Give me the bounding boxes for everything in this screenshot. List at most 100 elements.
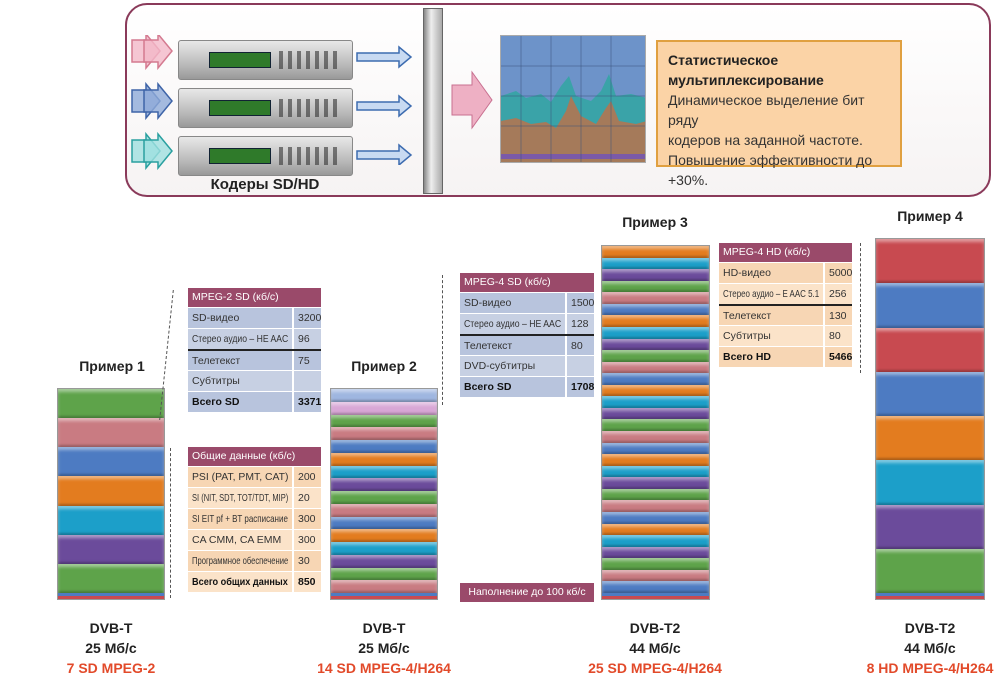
encoder-2 [178, 88, 353, 128]
bitrate-band [602, 280, 709, 293]
bitrate-band [602, 315, 709, 327]
row-value: 3371 [298, 396, 322, 408]
bitrate-band [602, 523, 709, 536]
connector-line [442, 275, 443, 405]
bitrate-band [602, 511, 709, 524]
table-row: Программное обеспечение 30 [188, 550, 321, 571]
row-value: 850 [298, 576, 316, 588]
bitrate-band [331, 554, 437, 568]
table-title: MPEG-4 HD (кб/с) [719, 243, 852, 262]
row-label-cell: DVD-субтитры [460, 356, 567, 376]
mux-output-arrow-icon [451, 70, 493, 130]
bitrate-band [331, 427, 437, 440]
row-label-cell: Всего общих данных [188, 572, 294, 592]
row-value: 300 [298, 534, 316, 546]
bitrate-band [876, 371, 984, 416]
row-label-cell: Телетекст [460, 336, 567, 355]
table-row: Стерео аудио – HE AAC 128 [460, 313, 594, 334]
row-value: 200 [298, 471, 316, 483]
example-2-caption: DVB-T 25 Мб/с 14 SD MPEG-4/H264 [294, 618, 474, 678]
table-row: SI (NIT, SDT, TOT/TDT, MIP)20 [188, 487, 321, 508]
encoder-3 [178, 136, 353, 176]
row-label: Стерео аудио – HE AAC [192, 333, 289, 345]
bitrate-band [58, 534, 164, 564]
bitrate-band [602, 246, 709, 258]
row-value: 30 [298, 555, 310, 567]
table-row: DVD-субтитры [460, 355, 594, 376]
content: 8 HD MPEG-4/H264 [866, 660, 994, 676]
bitrate-band [331, 465, 437, 479]
row-value: 256 [829, 288, 847, 300]
bitrate-band [331, 414, 437, 428]
row-value: 300 [298, 513, 316, 525]
bitrate-band [58, 563, 164, 593]
bitrate: 44 Мб/с [904, 640, 956, 656]
row-label-cell: Телетекст [719, 306, 825, 325]
example-1-label: Пример 1 [79, 358, 145, 374]
connector-line [159, 290, 174, 420]
bitrate-band-thin [331, 593, 437, 596]
stat-mux-chart [500, 35, 646, 163]
row-label: Телетекст [723, 310, 772, 322]
bitrate-band [602, 581, 709, 593]
row-label-cell: Субтитры [188, 371, 294, 391]
bitrate-band [602, 488, 709, 501]
bitrate-band [876, 460, 984, 505]
example-2-label: Пример 2 [351, 358, 417, 374]
table-row: Субтитры [188, 370, 321, 391]
row-label: SI EIT pf + BT расписание [192, 513, 288, 525]
row-label: Программное обеспечение [192, 555, 289, 567]
row-label: Стерео аудио – HE AAC [464, 318, 562, 330]
example-1-stack [57, 388, 165, 600]
row-label-cell: Стерео аудио – HE AAC [460, 314, 567, 334]
multiplexer-device [423, 8, 443, 194]
bitrate-band [331, 452, 437, 466]
encoders-caption: Кодеры SD/HD [210, 176, 320, 193]
encoder-1 [178, 40, 353, 80]
table-title: MPEG-4 SD (кб/с) [460, 273, 594, 292]
content: 14 SD MPEG-4/H264 [317, 660, 451, 676]
example-4-stack [875, 238, 985, 600]
bitrate-band [602, 535, 709, 547]
table-title: MPEG-2 SD (кб/с) [188, 288, 321, 307]
bitrate-band [602, 442, 709, 455]
row-value: 128 [571, 318, 589, 330]
row-value [567, 356, 594, 376]
bitrate-band [602, 500, 709, 512]
bitrate-band-thin [602, 592, 709, 596]
row-label-cell: SI (NIT, SDT, TOT/TDT, MIP) [188, 488, 294, 508]
bitrate: 44 Мб/с [629, 640, 681, 656]
bitrate-band [876, 416, 984, 461]
row-label-cell: SI EIT pf + BT расписание [188, 509, 294, 529]
bitrate-band [876, 504, 984, 549]
stat-text-line: Динамическое выделение бит ряду [668, 92, 865, 128]
content: 7 SD MPEG-2 [66, 660, 156, 676]
stat-text-line: кодеров на заданной частоте. [668, 132, 863, 148]
bitrate-band [876, 239, 984, 284]
bitrate-band [331, 401, 437, 415]
bitrate-band [331, 580, 437, 593]
row-label-cell: CA CMM, CA EMM [188, 530, 294, 550]
bitrate-band [331, 503, 437, 517]
bitrate-band [602, 257, 709, 270]
bitrate: 25 Мб/с [85, 640, 137, 656]
bitrate-band [602, 269, 709, 281]
bitrate-band [602, 569, 709, 582]
bitrate-band [602, 546, 709, 559]
row-label-cell: Всего HD [719, 347, 825, 367]
row-label-cell: HD-видео [719, 263, 825, 283]
connector-line [170, 448, 171, 598]
table-row: CA CMM, CA EMM 300 [188, 529, 321, 550]
row-label: Всего SD [464, 381, 512, 393]
row-label: Всего общих данных [192, 576, 288, 588]
row-label: DVD-субтитры [464, 360, 536, 372]
bitrate-band [602, 361, 709, 374]
bitrate: 25 Мб/с [358, 640, 410, 656]
